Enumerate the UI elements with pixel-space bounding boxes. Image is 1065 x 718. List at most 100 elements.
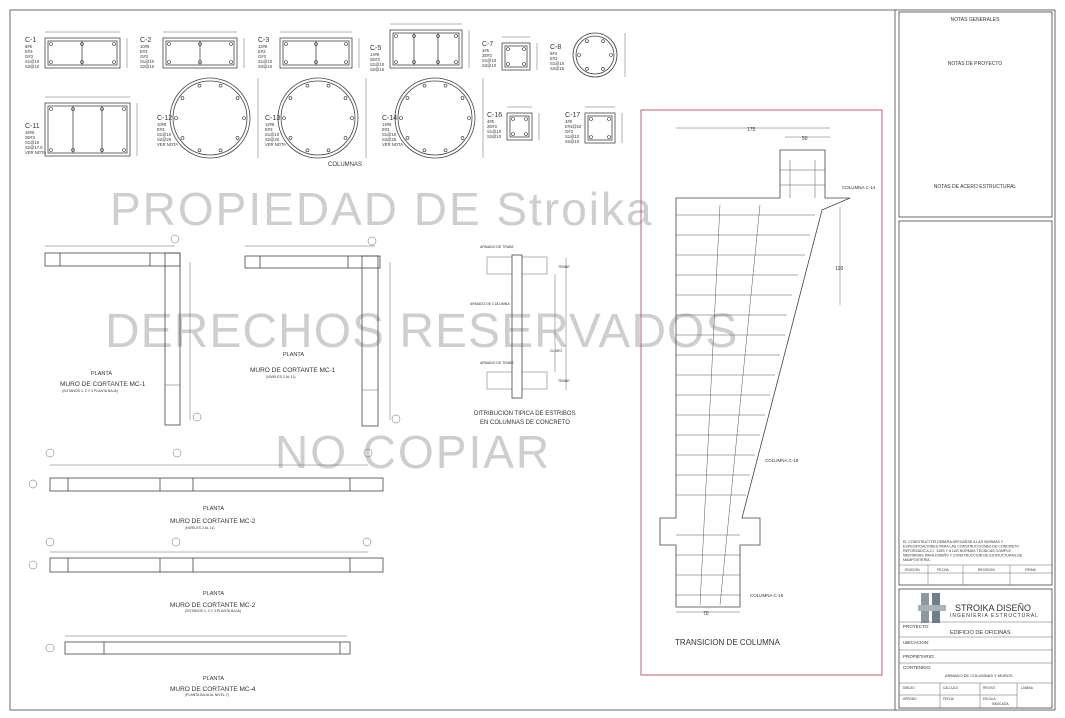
column-spec: VER NOTA (25, 150, 46, 155)
column-spec: S2@10 (565, 139, 580, 144)
contenido-value: ARMADO DE COLUMNAS Y MUROS (945, 673, 1013, 678)
rebar (49, 60, 53, 64)
wall-subtitle: (NIVELES 2 AL 11) (185, 526, 215, 530)
rebar (511, 132, 515, 136)
rebar (218, 148, 223, 153)
rebar (180, 96, 185, 100)
columns-title: COLUMNAS (328, 162, 362, 168)
escala-value: INDICADA (992, 702, 1009, 706)
column-spec: E#3 (265, 127, 273, 132)
wall-mc2-levels: PLANTA MURO DE CORTANTE MC-2 (NIVELES 2 … (28, 448, 384, 530)
rebar (422, 148, 427, 153)
watermark-line-1: PROPIEDAD DE Stroika (110, 183, 654, 235)
rebar (284, 42, 288, 46)
rebar (71, 107, 75, 111)
column-spec: 2E#3 (370, 57, 380, 62)
column-spec: S2@10 (25, 64, 40, 69)
rebar (405, 136, 410, 140)
wall-mc1-levels: PLANTA MURO DE CORTANTE MC-1 (NIVELES 2 … (244, 236, 401, 427)
column-label: C-13 (265, 115, 280, 122)
dibujo-label: DIBUJO (903, 686, 915, 690)
column-spec: S2@15 (550, 66, 565, 71)
rebar (607, 117, 611, 121)
column-spec: S1@10 (382, 132, 397, 137)
column-spec: 12#8 (265, 122, 275, 127)
notas-acero: NOTAS DE ACERO ESTRUCTURAL (934, 184, 1017, 190)
notas-generales: NOTAS GENERALES (951, 17, 1000, 23)
rebar (197, 148, 202, 153)
rebar (601, 67, 605, 71)
calculo-label: CALCULO (943, 686, 959, 690)
wall-title: MURO DE CORTANTE MC-1 (250, 367, 336, 374)
rebar (112, 60, 116, 64)
watermark-line-3: NO COPIAR (275, 426, 551, 478)
wall-title: MURO DE CORTANTE MC-4 (170, 686, 256, 693)
trabe-label: TRABE (558, 265, 570, 269)
armado-columna-label: ARMADO DE COLUMNA (470, 302, 510, 306)
rebar (122, 107, 126, 111)
column-label: C-11 (25, 123, 40, 130)
column-spec: G#3 (565, 129, 574, 134)
column-spec: 16#6 (25, 130, 35, 135)
rebar (589, 135, 593, 139)
rebar (235, 96, 240, 100)
column-c14-label: COLUMNA C-14 (842, 185, 876, 190)
stirrup (280, 80, 356, 156)
rebar (412, 34, 416, 38)
rebar (284, 60, 288, 64)
rev-header: FECHA (937, 568, 950, 572)
rebar (198, 42, 202, 46)
stirrup (47, 40, 118, 66)
rebar (49, 148, 53, 152)
column-spec: S2@10 (258, 64, 273, 69)
rev-header: FIRMA (1025, 568, 1037, 572)
rebar (288, 96, 293, 100)
rebar (394, 60, 398, 64)
wall-mc2-basement: PLANTA MURO DE CORTANTE MC-2 (SOTANOS 1,… (28, 537, 384, 613)
column-spec: E#3 (157, 127, 165, 132)
column-spec: E#3 (25, 49, 33, 54)
rebar (122, 148, 126, 152)
column-spec: S1@10 (258, 59, 273, 64)
wall-planta-label: PLANTA (203, 591, 224, 597)
contenido-label: CONTENIDO: (903, 665, 931, 670)
rebar (589, 117, 593, 121)
stirrup-title-line-1: DITRIBUCION TIPICA DE ESTRIBOS (474, 411, 576, 417)
stirrup (172, 80, 248, 156)
column-outline (279, 37, 353, 69)
column-outline (394, 77, 476, 159)
rebar (112, 42, 116, 46)
rebar (585, 67, 589, 71)
column-spec: S1@10 (25, 140, 40, 145)
wall-subtitle: (NIVELES 2 AL 11) (266, 375, 296, 379)
column-spec: S2@10 (487, 134, 502, 139)
ubicacion-label: UBICACION: (903, 640, 929, 645)
rebar (511, 117, 515, 121)
note-line: MENTARIAS PARA DISEÑO Y CONSTRUCCION DE … (903, 553, 1023, 558)
column-label: C-3 (258, 37, 269, 44)
rebar (443, 83, 448, 88)
column-spec: G#3 (25, 54, 34, 59)
dim-base-width: 70 (703, 611, 709, 617)
rebar (443, 148, 448, 153)
column-spec: S1@10 (265, 132, 280, 137)
column-label: C-17 (565, 112, 580, 119)
note-line: ESPECIFICACIONES PARA LAS CONSTRUCCIONES… (903, 545, 1019, 549)
rebar (412, 60, 416, 64)
rebar (100, 107, 104, 111)
column-spec: S2@20 (157, 137, 172, 142)
stirrup (575, 35, 615, 75)
rebar (350, 116, 354, 120)
rebar (49, 42, 53, 46)
company-name: STROIKA DISEÑO (955, 603, 1031, 613)
armado-trabe-label: ARMADO DE TRABE (480, 245, 514, 249)
column-spec: S2@17.5 (25, 145, 43, 150)
stirrup (392, 32, 460, 66)
column-spec: S1@10 (487, 129, 502, 134)
rebar (305, 83, 310, 88)
rebar (405, 96, 410, 100)
